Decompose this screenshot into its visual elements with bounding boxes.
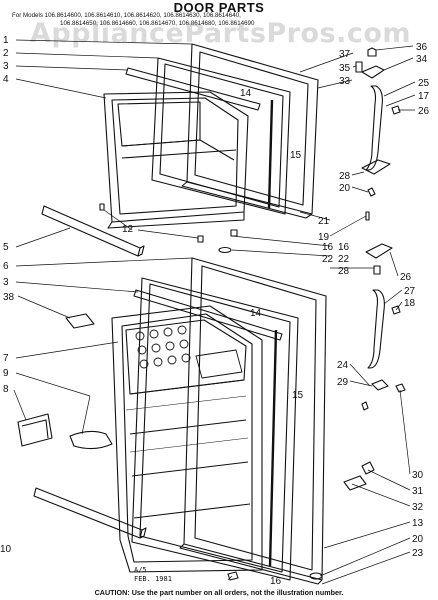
screw-36 bbox=[367, 47, 377, 57]
revision-code: A/5 bbox=[134, 566, 147, 574]
callout-inner-1: 15 bbox=[290, 150, 302, 161]
cam-29 bbox=[371, 379, 389, 391]
callout-right-6: 17 bbox=[418, 91, 430, 102]
callout-left-7: 38 bbox=[3, 292, 15, 303]
fresh-food-shelf-bar bbox=[33, 487, 147, 539]
callout-right-25: 23 bbox=[412, 548, 424, 559]
screw-20 bbox=[367, 187, 376, 197]
fresh-food-door-gasket bbox=[131, 277, 299, 581]
screw-24 bbox=[361, 401, 369, 411]
freezer-door-liner bbox=[103, 91, 249, 229]
fresh-food-retainer-strip bbox=[133, 289, 283, 341]
callout-right-21: 31 bbox=[412, 486, 424, 497]
caution-note: CAUTION: Use the part number on all orde… bbox=[94, 588, 344, 597]
callout-right-16: 27 bbox=[404, 286, 416, 297]
callout-inner-2: 12 bbox=[122, 224, 134, 235]
callout-left-10: 8 bbox=[3, 384, 9, 395]
bracket-32 bbox=[343, 475, 367, 491]
handle-25 bbox=[365, 85, 383, 171]
screw-30 bbox=[395, 383, 406, 393]
callout-left-0: 1 bbox=[3, 35, 9, 46]
callout-right-15: 26 bbox=[400, 272, 412, 283]
fresh-food-door-liner bbox=[111, 305, 263, 573]
callout-inner-4: 22 bbox=[322, 254, 334, 265]
screw-26 bbox=[391, 105, 401, 115]
callout-inner-0: 14 bbox=[240, 88, 252, 99]
bushing-35 bbox=[355, 61, 363, 73]
callout-right-9: 20 bbox=[339, 183, 351, 194]
callout-right-1: 35 bbox=[339, 63, 351, 74]
callout-right-2: 33 bbox=[339, 76, 351, 87]
callout-left-1: 2 bbox=[3, 48, 9, 59]
dairy-bracket-38 bbox=[65, 313, 95, 329]
callout-left-6: 3 bbox=[3, 277, 9, 288]
freezer-retainer-strip bbox=[125, 67, 261, 111]
screw-18 bbox=[391, 305, 401, 315]
print-date: FEB. 1981 bbox=[134, 575, 172, 583]
freezer-plug-12 bbox=[99, 203, 105, 211]
models-line-1: For Models 106.8614600, 106.8614610, 106… bbox=[12, 12, 241, 19]
callout-right-13: 22 bbox=[338, 254, 350, 265]
callout-left-4: 5 bbox=[3, 242, 9, 253]
hinge-26 bbox=[365, 243, 393, 259]
callout-left-9: 9 bbox=[3, 368, 9, 379]
callout-right-3: 36 bbox=[416, 42, 428, 53]
diagram-title: DOOR PARTS bbox=[173, 0, 265, 15]
plug-16-lower bbox=[227, 571, 239, 581]
bushing-28-lower bbox=[373, 265, 381, 275]
butter-bin-8 bbox=[17, 413, 53, 447]
washer-22-upper bbox=[218, 246, 232, 254]
callout-right-12: 16 bbox=[338, 242, 350, 253]
callout-inner-5: 14 bbox=[250, 308, 262, 319]
callout-right-23: 13 bbox=[412, 518, 424, 529]
washer-20-lower bbox=[309, 572, 323, 580]
freezer-door-gasket bbox=[151, 57, 291, 215]
callout-right-10: 21 bbox=[318, 216, 330, 227]
callout-right-18: 24 bbox=[337, 360, 349, 371]
callout-left-5: 6 bbox=[3, 261, 9, 272]
callout-right-22: 32 bbox=[412, 502, 424, 513]
callout-right-17: 18 bbox=[404, 298, 416, 309]
callout-inner-6: 15 bbox=[292, 390, 304, 401]
fresh-food-door-panel bbox=[179, 257, 327, 585]
callout-right-4: 34 bbox=[416, 54, 428, 65]
models-line-2: 106.8614650, 106.8614660, 106.8614670, 1… bbox=[60, 20, 255, 27]
freezer-door-panel bbox=[181, 43, 319, 219]
callout-right-7: 26 bbox=[418, 106, 430, 117]
callout-right-20: 30 bbox=[412, 470, 424, 481]
callout-inner-7: 16 bbox=[270, 576, 282, 587]
callout-right-8: 28 bbox=[339, 171, 351, 182]
egg-tray bbox=[135, 325, 243, 379]
callout-left-2: 3 bbox=[3, 61, 9, 72]
callout-right-11: 19 bbox=[318, 232, 330, 243]
callout-inner-3: 16 bbox=[322, 242, 334, 253]
callout-right-19: 29 bbox=[337, 377, 349, 388]
hinge-cover-28 bbox=[361, 159, 391, 175]
hinge-34 bbox=[361, 65, 385, 79]
freezer-shelf-bar bbox=[41, 205, 145, 257]
handle-27 bbox=[367, 289, 385, 369]
tray-9 bbox=[69, 430, 113, 450]
callout-left-8: 7 bbox=[3, 353, 9, 364]
callout-right-24: 20 bbox=[412, 534, 424, 545]
callout-left-3: 4 bbox=[3, 74, 9, 85]
callout-right-5: 25 bbox=[418, 78, 430, 89]
callout-right-14: 28 bbox=[338, 266, 350, 277]
clip-31 bbox=[361, 461, 375, 475]
plug-16-upper bbox=[197, 235, 204, 243]
callout-right-0: 37 bbox=[339, 49, 351, 60]
pin-19 bbox=[365, 211, 370, 221]
callout-left-11: 10 bbox=[0, 544, 12, 555]
